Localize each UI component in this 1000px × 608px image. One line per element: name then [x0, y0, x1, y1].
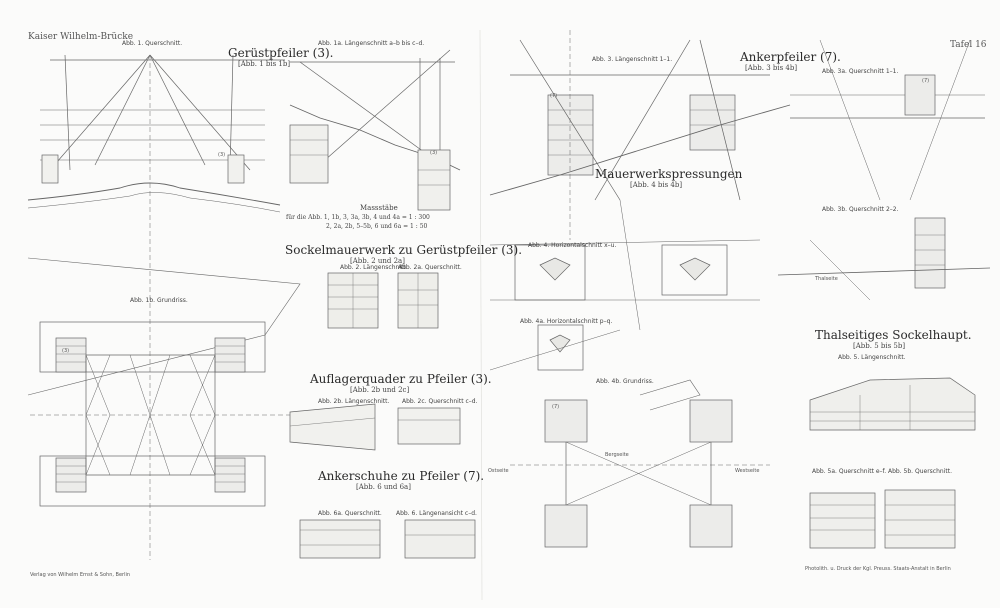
section-subtitle-ankerpfeiler: [Abb. 3 bis 4b]: [745, 64, 798, 72]
abb5-sockelhaupt: [809, 377, 976, 549]
scale-title: Massstäbe: [360, 204, 398, 212]
label-ostseite: Ostseite: [488, 468, 509, 474]
caption-abb1a: Abb. 1a. Längenschnitt a–b bis c–d.: [318, 40, 425, 47]
label-pier-7-abb3a: (7): [922, 78, 930, 84]
caption-abb5a: Abb. 5a. Querschnitt e–f.: [812, 468, 887, 475]
sheet-header-left: Kaiser Wilhelm-Brücke: [28, 32, 134, 42]
sheet-header-right: Tafel 16: [950, 40, 987, 50]
caption-abb2b: Abb. 2b. Längenschnitt.: [318, 398, 390, 405]
label-bergseite: Bergseite: [605, 452, 629, 458]
abb4-horizontal-section: [489, 199, 761, 331]
abb1a-longitudinal-section: [289, 49, 461, 211]
section-title-auflager: Auflagerquader zu Pfeiler (3).: [310, 372, 492, 386]
caption-abb1: Abb. 1. Querschnitt.: [122, 40, 183, 47]
section-title-ankerschuhe: Ankerschuhe zu Pfeiler (7).: [318, 469, 485, 483]
label-pier-3-abb1: (3): [218, 152, 226, 158]
caption-abb2c: Abb. 2c. Querschnitt c–d.: [402, 398, 478, 405]
label-westseite: Westseite: [735, 468, 760, 474]
section-subtitle-ankerschuhe: [Abb. 6 und 6a]: [356, 483, 411, 491]
label-pier-3-plan: (3): [62, 348, 70, 354]
section-subtitle-sockel: [Abb. 2 und 2a]: [350, 257, 405, 265]
caption-abb5b: Abb. 5b. Querschnitt.: [888, 468, 952, 475]
section-title-sockel: Sockelmauerwerk zu Gerüstpfeiler (3).: [285, 243, 523, 257]
scale-line-2: 2, 2a, 2b, 5–5b, 6 und 6a = 1 : 50: [326, 223, 428, 230]
abb6-ankerschuhe: [299, 519, 476, 559]
section-title-geruestpfeiler: Gerüstpfeiler (3).: [228, 46, 334, 60]
label-pier-7-plan: (7): [552, 404, 560, 410]
section-subtitle-thalseitiges: [Abb. 5 bis 5b]: [853, 342, 906, 350]
caption-abb4: Abb. 4. Horizontalschnitt x–u.: [528, 242, 617, 249]
caption-abb6: Abb. 6. Längenansicht c–d.: [396, 510, 477, 517]
abb1b-plan: [27, 257, 301, 507]
caption-abb3a: Abb. 3a. Querschnitt 1–1.: [822, 68, 899, 75]
caption-abb6a: Abb. 6a. Querschnitt.: [318, 510, 382, 517]
sheet-footer-right: Photolith. u. Druck der Kgl. Preuss. Sta…: [805, 566, 951, 572]
caption-abb2: Abb. 2. Längenschnitt.: [340, 264, 408, 271]
label-pier-3-abb1a: (3): [430, 150, 438, 156]
section-subtitle-mauerwerk: [Abb. 4 bis 4b]: [630, 181, 683, 189]
caption-abb4a: Abb. 4a. Horizontalschnitt p–q.: [520, 318, 613, 325]
scale-line-1: für die Abb. 1, 1b, 3, 3a, 3b, 4 und 4a …: [286, 214, 430, 221]
caption-abb4b: Abb. 4b. Grundriss.: [596, 378, 654, 385]
abb3-anchor-longitudinal: [489, 30, 791, 240]
label-pier-7-abb3: (7): [550, 93, 558, 99]
section-title-ankerpfeiler: Ankerpfeiler (7).: [740, 50, 841, 64]
abb2b-auflagerquader: [289, 403, 461, 451]
caption-abb2a: Abb. 2a. Querschnitt.: [398, 264, 462, 271]
section-title-mauerwerk: Mauerwerkspressungen: [595, 167, 743, 181]
label-thalseite: Thalseite: [815, 276, 838, 282]
abb1-cross-section: [27, 54, 285, 560]
abb3a-3b-cross-sections: [777, 39, 991, 301]
caption-abb3b: Abb. 3b. Querschnitt 2–2.: [822, 206, 899, 213]
sheet-footer-left: Verlag von Wilhelm Ernst & Sohn, Berlin: [30, 572, 131, 578]
abb2-sockel-sections: [327, 272, 439, 329]
section-subtitle-auflager: [Abb. 2b und 2c]: [350, 386, 410, 394]
caption-abb5: Abb. 5. Längenschnitt.: [838, 354, 906, 361]
sheet-fold-line: [479, 29, 483, 601]
abb4a-horizontal-section: [489, 324, 621, 371]
abb4b-plan: [510, 379, 770, 548]
caption-abb3: Abb. 3. Längenschnitt 1–1.: [592, 56, 673, 63]
caption-abb1b: Abb. 1b. Grundriss.: [130, 297, 188, 304]
section-subtitle-geruestpfeiler: [Abb. 1 bis 1b]: [238, 60, 291, 68]
section-title-thalseitiges: Thalseitiges Sockelhaupt.: [815, 328, 972, 342]
